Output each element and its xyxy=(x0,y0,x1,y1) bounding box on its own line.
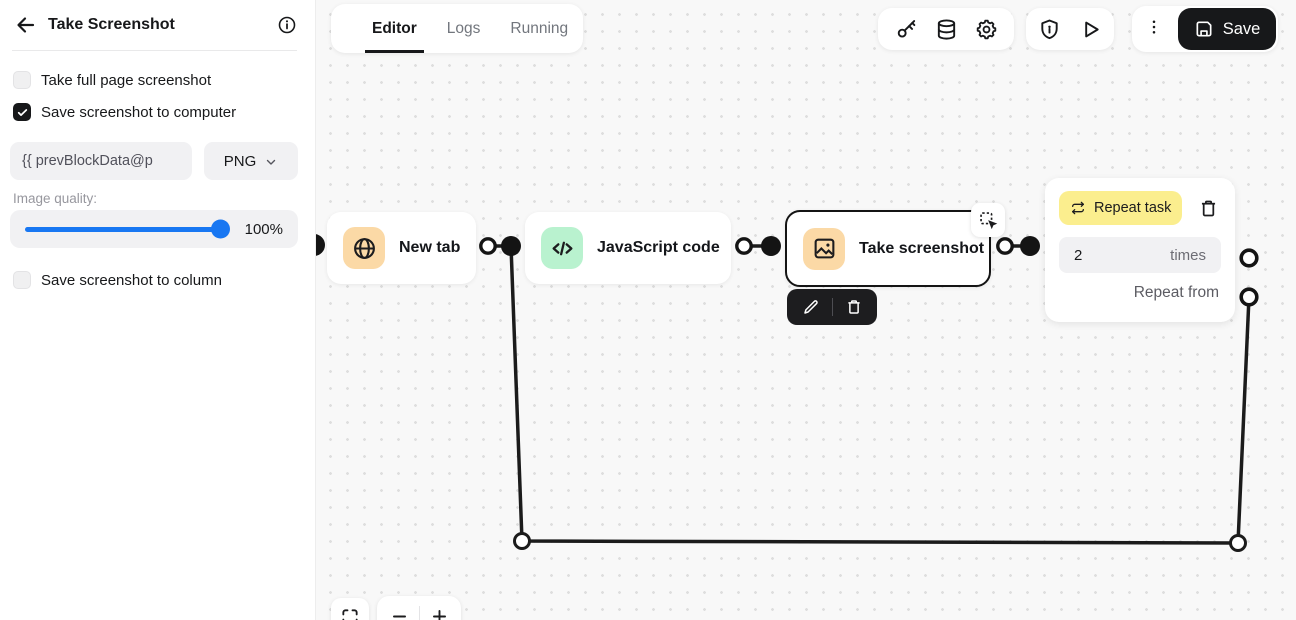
option-label: Take full page screenshot xyxy=(41,71,212,89)
output-handle-repeat-from[interactable] xyxy=(1239,287,1259,307)
image-quality-label: Image quality: xyxy=(13,191,98,206)
fit-view-button[interactable] xyxy=(331,598,369,620)
block-new-tab[interactable]: New tab xyxy=(327,212,476,284)
edge-marker-dot xyxy=(501,236,521,256)
block-repeat-task[interactable]: Repeat task times Repeat from xyxy=(1045,178,1235,322)
database-icon[interactable] xyxy=(935,18,958,41)
box-select-cursor-icon xyxy=(979,211,997,229)
repeat-icon xyxy=(1072,201,1084,215)
edge-marker-dot xyxy=(1020,236,1040,256)
edge-anchor-point[interactable] xyxy=(1229,534,1247,552)
format-select-value: PNG xyxy=(223,152,257,170)
repeat-times-label: times xyxy=(1170,246,1206,264)
format-select[interactable]: PNG xyxy=(204,142,298,180)
save-group: Save xyxy=(1132,6,1278,52)
editor-tab-bar: Editor Logs Running xyxy=(331,4,583,53)
block-javascript-code[interactable]: JavaScript code xyxy=(525,212,731,284)
delete-icon[interactable] xyxy=(1198,198,1219,219)
info-icon[interactable] xyxy=(277,15,297,35)
group-select-badge[interactable] xyxy=(971,203,1005,237)
block-settings-panel: Take Screenshot Take full page screensho… xyxy=(0,0,316,620)
edge-marker-dot xyxy=(316,234,325,256)
slider-thumb[interactable] xyxy=(211,219,230,239)
kebab-menu-icon[interactable] xyxy=(1145,18,1163,41)
edit-icon[interactable] xyxy=(802,298,820,316)
edge-anchor-point[interactable] xyxy=(513,532,531,550)
option-label: Save screenshot to column xyxy=(41,271,222,289)
tab-editor[interactable]: Editor xyxy=(365,4,424,53)
quality-slider[interactable] xyxy=(25,219,230,239)
chevron-down-icon xyxy=(267,159,276,165)
panel-title: Take Screenshot xyxy=(48,16,175,33)
workflow-canvas[interactable]: New tab JavaScript code Take screenshot xyxy=(316,0,1296,620)
run-tools-group xyxy=(1026,8,1114,50)
delete-icon[interactable] xyxy=(845,298,863,316)
divider xyxy=(12,50,297,51)
output-handle-repeat-done[interactable] xyxy=(1239,248,1259,268)
image-quality-slider-box: 100% xyxy=(10,210,298,248)
edge-marker-dot xyxy=(761,236,781,256)
save-button[interactable]: Save xyxy=(1178,8,1276,50)
repeat-task-pill[interactable]: Repeat task xyxy=(1059,191,1183,225)
save-button-label: Save xyxy=(1222,19,1261,38)
block-label: Take screenshot xyxy=(859,239,985,257)
block-label: JavaScript code xyxy=(597,239,720,256)
block-toolbar xyxy=(787,289,877,325)
option-label: Save screenshot to computer xyxy=(41,103,237,121)
repeat-times-input[interactable] xyxy=(1074,246,1134,264)
checkbox-unchecked[interactable] xyxy=(13,271,31,289)
filename-input[interactable] xyxy=(10,142,192,180)
play-icon[interactable] xyxy=(1079,18,1102,41)
quality-value: 100% xyxy=(244,220,283,238)
floppy-icon xyxy=(1196,21,1212,37)
image-icon xyxy=(803,227,845,270)
checkbox-unchecked[interactable] xyxy=(13,71,31,89)
toolbar-divider xyxy=(831,298,833,316)
output-handle-screenshot[interactable] xyxy=(996,237,1014,255)
zoom-controls xyxy=(377,596,461,620)
fit-view-icon xyxy=(342,609,358,620)
panel-header: Take Screenshot xyxy=(0,0,315,50)
output-handle-newtab[interactable] xyxy=(479,237,497,255)
zoom-divider xyxy=(418,606,420,620)
block-take-screenshot[interactable]: Take screenshot xyxy=(785,210,991,287)
option-save-to-column[interactable]: Save screenshot to column xyxy=(13,271,222,289)
shield-keyhole-icon[interactable] xyxy=(1038,18,1061,41)
tab-logs[interactable]: Logs xyxy=(446,19,481,37)
checkbox-checked[interactable] xyxy=(13,103,31,121)
zoom-in-icon[interactable] xyxy=(430,607,449,620)
block-label: New tab xyxy=(399,239,461,256)
repeat-task-label: Repeat task xyxy=(1094,200,1172,216)
zoom-out-icon[interactable] xyxy=(390,607,409,620)
repeat-times-field[interactable]: times xyxy=(1059,237,1221,273)
code-icon xyxy=(541,227,583,269)
repeat-from-label: Repeat from xyxy=(1133,284,1219,301)
key-icon[interactable] xyxy=(895,18,918,41)
option-save-to-computer[interactable]: Save screenshot to computer xyxy=(13,103,236,121)
option-full-page[interactable]: Take full page screenshot xyxy=(13,71,211,89)
back-arrow-icon[interactable] xyxy=(14,13,38,37)
gear-icon[interactable] xyxy=(975,18,998,41)
output-handle-js[interactable] xyxy=(735,237,753,255)
tab-running[interactable]: Running xyxy=(510,19,569,37)
workflow-tools-group xyxy=(878,8,1014,50)
filename-row: PNG xyxy=(10,142,298,180)
globe-icon xyxy=(343,227,385,269)
